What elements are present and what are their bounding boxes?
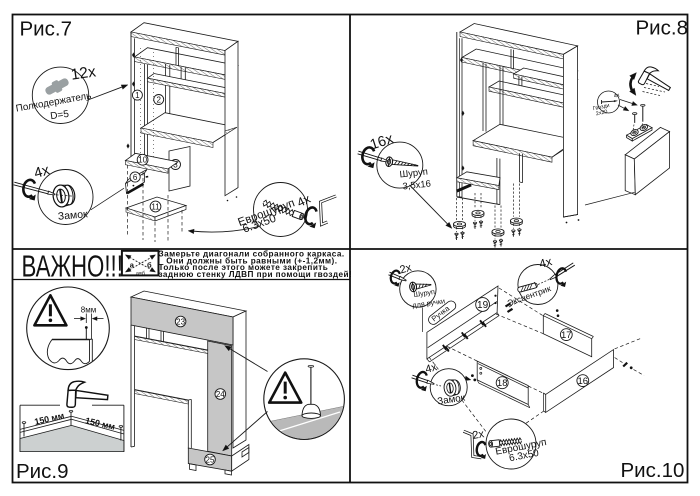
svg-text:19: 19	[477, 300, 489, 311]
svg-text:Шуруп: Шуруп	[399, 167, 428, 181]
svg-text:D=5: D=5	[50, 109, 70, 123]
svg-text:Рис.8: Рис.8	[636, 17, 688, 40]
svg-text:Гвозди: Гвозди	[592, 103, 610, 112]
svg-text:ВАЖНО!!!: ВАЖНО!!!	[22, 249, 123, 283]
svg-text:б: б	[147, 261, 152, 270]
svg-text:Они должны быть равными (+-1,2: Они должны быть равными (+-1,2мм).	[166, 255, 337, 265]
svg-text:Только после этого можете закр: Только после этого можете закрепить	[159, 263, 329, 272]
svg-text:18: 18	[497, 378, 508, 389]
svg-text:Рис.7: Рис.7	[20, 18, 72, 41]
svg-text:2х20: 2х20	[595, 109, 608, 117]
svg-text:Замерьте диагонали собранного: Замерьте диагонали собранного каркаса.	[159, 248, 345, 258]
svg-text:а=б: а=б	[136, 271, 145, 277]
svg-text:заднюю стенку ЛДВП при помощи: заднюю стенку ЛДВП при помощи гвоздей!	[159, 270, 353, 279]
svg-text:24: 24	[216, 390, 225, 399]
svg-text:4х: 4х	[538, 254, 554, 271]
svg-text:3,5х16: 3,5х16	[402, 179, 432, 193]
svg-text:а: а	[130, 261, 135, 270]
svg-text:8мм: 8мм	[81, 306, 96, 315]
svg-text:4х: 4х	[424, 361, 439, 376]
svg-text:23: 23	[176, 317, 185, 326]
svg-text:4х: 4х	[613, 92, 620, 99]
svg-text:2: 2	[156, 95, 161, 104]
svg-text:Рис.10: Рис.10	[621, 459, 685, 482]
svg-text:17: 17	[561, 330, 572, 341]
svg-text:11: 11	[151, 202, 160, 211]
svg-text:4х: 4х	[295, 191, 314, 210]
svg-text:2х: 2х	[399, 262, 414, 277]
svg-text:2х: 2х	[472, 428, 486, 442]
svg-text:4x: 4x	[32, 162, 52, 182]
svg-text:Замок: Замок	[437, 393, 467, 408]
svg-text:16х: 16х	[368, 131, 396, 154]
svg-text:6: 6	[133, 173, 138, 182]
svg-text:25: 25	[206, 455, 215, 464]
svg-text:10: 10	[138, 156, 147, 165]
svg-text:12x: 12x	[70, 63, 97, 83]
svg-text:3: 3	[173, 160, 178, 169]
svg-text:Рис.9: Рис.9	[16, 460, 68, 483]
svg-text:Замок: Замок	[57, 208, 88, 223]
svg-text:16: 16	[578, 376, 589, 387]
svg-text:1: 1	[135, 91, 140, 100]
svg-text:Шуруп: Шуруп	[413, 287, 436, 299]
